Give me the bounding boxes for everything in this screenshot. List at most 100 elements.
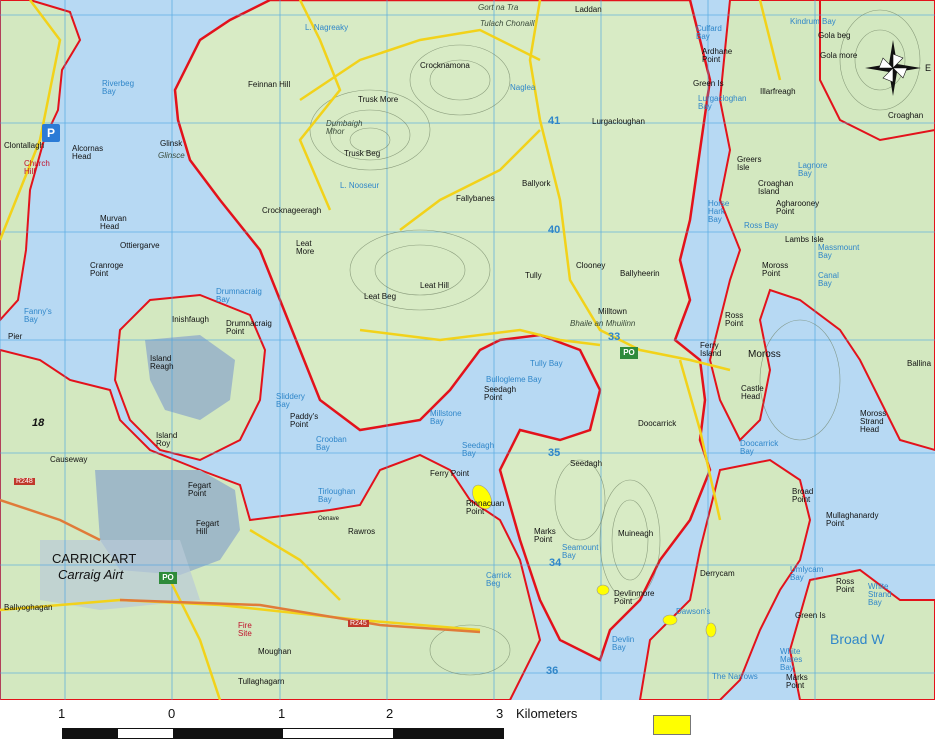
topographic-map[interactable] [0, 0, 935, 700]
label-leat-hill: Leat Hill [420, 281, 449, 290]
label-white-mares-bay: White Mares Bay [780, 647, 803, 672]
label-devlinmore-point: Devlinmore Point [614, 589, 655, 606]
label-fegart-hill: Fegart Hill [196, 519, 220, 536]
label-l-nooseur: L. Nooseur [340, 181, 380, 190]
label-feinnan-hill: Feinnan Hill [248, 80, 291, 89]
label-moughan: Moughan [258, 647, 292, 656]
label-horse-hark-bay: Horse Hark Bay [708, 199, 730, 224]
label-tirloughan-bay: Tirloughan Bay [318, 487, 356, 504]
r245-road [119, 598, 481, 634]
label-carraig-airt: Carraig Airt [58, 567, 124, 582]
scale-bar-graphic [62, 728, 504, 739]
label-culfard-bay: Culfard Bay [696, 24, 722, 41]
label-croaghan: Croaghan [888, 111, 924, 120]
label-crocknamona: Crocknamona [420, 61, 470, 70]
label-fallybanes: Fallybanes [456, 194, 495, 203]
scale-tick-2: 2 [386, 706, 394, 721]
label-r245: R245 [348, 620, 369, 627]
scale-bar: 1 0 1 2 3 Kilometers [0, 700, 935, 742]
label-laddan: Laddan [575, 5, 602, 14]
label-tullaghagarn: Tullaghagarn [238, 677, 285, 686]
label-mullaghanardy-point: Mullaghanardy Point [826, 511, 879, 528]
label-rinnacuan-point: Rinnacuan Point [466, 499, 505, 516]
grid-label-36: 36 [546, 665, 559, 677]
label-trusk-more: Trusk More [358, 95, 399, 104]
label-croaghan-island: Croaghan Island [758, 179, 794, 196]
label-moross: Moross [748, 349, 781, 360]
label-millstone-bay: Millstone Bay [430, 409, 462, 426]
label-paddys-point: Paddy's Point [290, 412, 319, 429]
label-riverbeg-bay: Riverbeg Bay [102, 79, 135, 96]
label-drumnacraig-bay: Drumnacraig Bay [216, 287, 262, 304]
label-ross-point-south: Ross Point [836, 577, 855, 594]
label-broad-water: Broad W [830, 631, 885, 647]
label-drumnacraig-point: Drumnacraig Point [226, 319, 272, 336]
label-agharooney-point: Agharooney Point [776, 199, 820, 216]
label-castle-head: Castle Head [741, 384, 764, 401]
label-rawros: Rawros [348, 527, 376, 536]
label-milltown: Milltown [598, 307, 627, 316]
label-dumbaigh-mhor: Dumbaigh Mhor [326, 119, 363, 136]
label-muineagh: Muineagh [618, 529, 654, 538]
label-ross-point-north: Ross Point [725, 311, 744, 328]
label-glinsce: Glinsce [158, 151, 185, 160]
label-oenave: Oenave [318, 516, 340, 522]
label-island-reagh: Island Reagh [150, 354, 174, 371]
post-office-icon-carrickart: PO [159, 572, 177, 584]
label-marks-point-west: Marks Point [534, 527, 556, 544]
label-bullogleme-bay: Bullogleme Bay [486, 375, 542, 384]
scale-unit-label: Kilometers [516, 706, 578, 721]
label-cranroge-point: Cranroge Point [90, 261, 124, 278]
label-lurgacloughan: Lurgacloughan [592, 117, 645, 126]
land-southwest [0, 348, 542, 700]
label-pier: Pier [8, 332, 23, 341]
label-ballyoghagan: Ballyoghagan [4, 603, 53, 612]
label-fegart-point: Fegart Point [188, 481, 212, 498]
grid-label-34: 34 [549, 557, 562, 569]
compass-east-label: E [925, 63, 932, 73]
label-green-is-north: Green Is [693, 79, 724, 88]
label-carrick-beg: Carrick Beg [486, 571, 512, 588]
label-moross-point: Moross Point [762, 261, 789, 278]
scale-tick-1-left: 1 [58, 706, 66, 721]
label-doocarrick: Doocarrick [638, 419, 677, 428]
label-carrickart: CARRICKART [52, 551, 137, 566]
label-church-hill: Church Hill [24, 159, 50, 176]
scale-tick-0: 0 [168, 706, 176, 721]
label-doocarrick-bay: Doocarrick Bay [740, 439, 779, 456]
label-murvan-head: Murvan Head [100, 214, 127, 231]
roads [0, 0, 782, 700]
label-ballyork: Ballyork [522, 179, 551, 188]
grid-label-40: 40 [548, 224, 561, 236]
label-gola-more: Gola more [820, 51, 858, 60]
label-seamount-bay: Seamount Bay [562, 543, 599, 560]
label-broad-point: Broad Point [792, 487, 814, 504]
label-bhaile-an-mhuilinn: Bhaile an Mhuilinn [570, 319, 636, 328]
scale-tick-3: 3 [496, 706, 504, 721]
label-clooney: Clooney [576, 261, 606, 270]
label-fannys-bay: Fanny's Bay [24, 307, 52, 324]
label-ardhane-point: Ardhane Point [702, 47, 733, 64]
label-alcornas-head: Alcornas Head [72, 144, 104, 161]
label-l-nagreaky: L. Nagreaky [305, 23, 349, 32]
label-lurgacloghan-bay: Lurgacloghan Bay [698, 94, 747, 111]
label-derrycam: Derrycam [700, 569, 735, 578]
label-tulach-chonaill: Tulach Chonaill [480, 19, 535, 28]
land-far-east [788, 568, 935, 700]
label-greers-isle: Greers Isle [737, 155, 762, 172]
label-seedagh-point: Seedagh Point [484, 385, 517, 402]
label-ferry-point: Ferry Point [430, 469, 470, 478]
label-illarfreagh: Illarfreagh [760, 87, 796, 96]
grid-label-33: 33 [608, 331, 621, 343]
label-kindrum-bay: Kindrum Bay [790, 17, 836, 26]
label-massmount-bay: Massmount Bay [818, 243, 860, 260]
label-leat-beg: Leat Beg [364, 292, 397, 301]
label-inishfaugh: Inishfaugh [172, 315, 209, 324]
north-arrow-icon [865, 40, 921, 96]
label-crocknageeragh: Crocknageeragh [262, 206, 322, 215]
legend-swatch-yellow [653, 715, 691, 735]
label-marks-point-east: Marks Point [786, 673, 808, 690]
label-leat-more: Leat More [296, 239, 315, 256]
label-seedagh-bay: Seedagh Bay [462, 441, 495, 458]
